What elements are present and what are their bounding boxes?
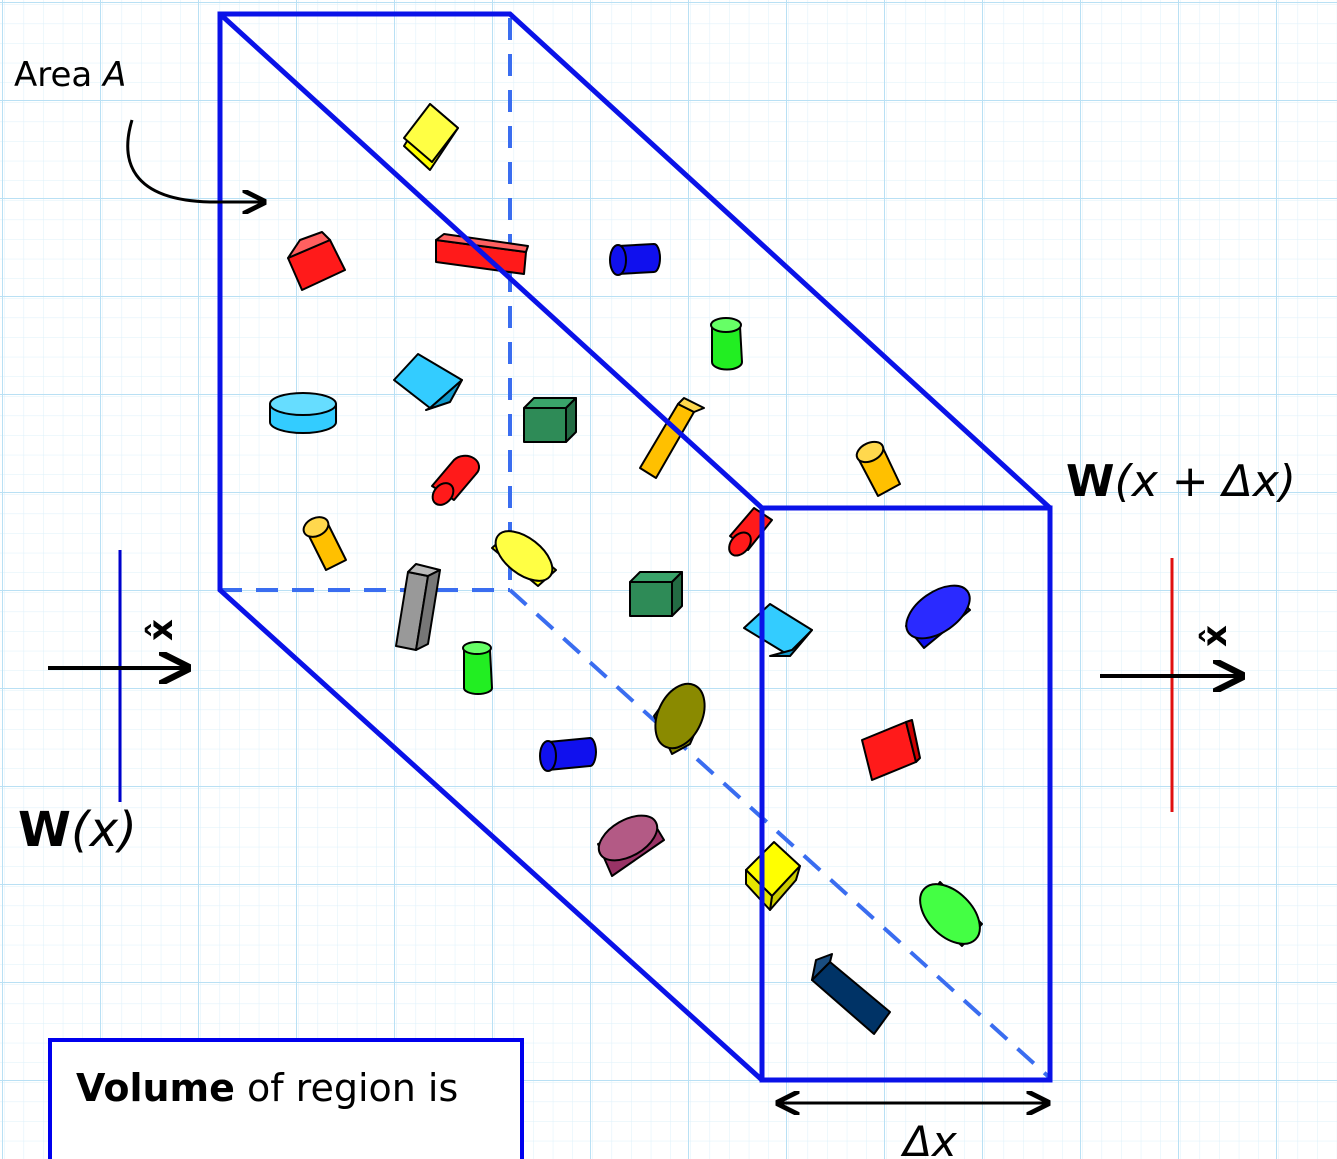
w-x-plus-dx-label: W(x + Δx)	[1066, 456, 1296, 507]
red-cylinder-1	[431, 454, 481, 506]
w-x-label: W(x)	[18, 802, 137, 858]
cyan-cube-1	[393, 353, 463, 411]
yellow-cube-1	[403, 103, 459, 171]
red-cube-1	[287, 231, 346, 291]
green-cylinder-2	[462, 641, 493, 695]
dark-green-cube-2	[629, 571, 683, 617]
cyan-disc	[269, 392, 337, 434]
volume-frame	[217, 11, 1053, 1083]
x-hat-left-label: x̂	[141, 619, 181, 641]
olive-disc	[653, 682, 706, 755]
orange-bar	[639, 397, 705, 479]
hidden-edges	[220, 18, 1052, 1080]
delta-x-label: Δx	[900, 1117, 958, 1159]
red-cube-2	[861, 719, 921, 781]
red-bar	[435, 233, 529, 275]
volume-note-bold: Volume	[76, 1066, 235, 1110]
gray-bar	[395, 563, 441, 651]
navy-bar	[811, 953, 891, 1035]
blue-cylinder-2	[539, 736, 597, 772]
orange-cylinder-2	[855, 440, 901, 497]
x-hat-right-label: x̂	[1195, 625, 1235, 647]
green-disc	[919, 881, 983, 947]
dark-green-cube-1	[523, 397, 577, 443]
maroon-disc	[597, 814, 665, 877]
blue-disc	[905, 584, 971, 649]
area-label: Area A	[14, 55, 126, 95]
area-pointer-arrow	[126, 119, 264, 202]
volume-note-box: Volume of region is	[48, 1038, 524, 1159]
volume-note-rest: of region is	[234, 1066, 459, 1110]
yellow-disc	[491, 530, 557, 587]
blue-cylinder-1	[609, 243, 661, 276]
orange-cylinder-1	[302, 516, 347, 571]
volume-note-text: Volume of region is	[76, 1066, 458, 1110]
green-cylinder-1	[710, 317, 743, 371]
